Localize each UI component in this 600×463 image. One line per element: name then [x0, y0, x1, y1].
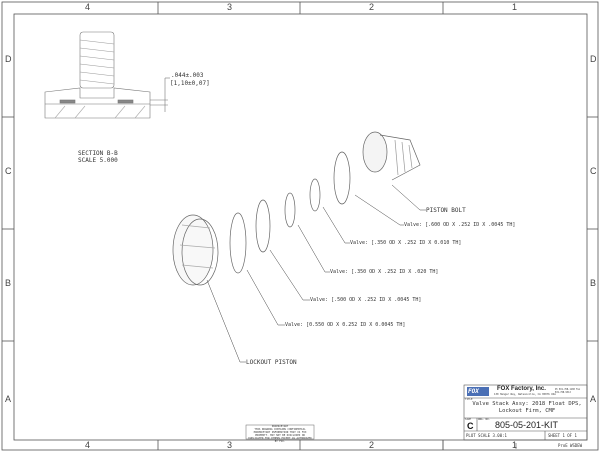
callout-valve-550: Valve: [0.550 OD X 0.252 ID X 0.0045 TH]	[285, 322, 406, 328]
fox-logo	[467, 387, 489, 396]
zone-row-D: D	[5, 54, 12, 64]
proprietary-body: THIS DRAWING CONTAINS CONFIDENTIAL PROPR…	[248, 428, 312, 443]
callout-valve-600: Valve: [.600 OD X .252 ID X .0045 TH]	[404, 222, 516, 228]
dwg-no-label: DWG. NO.	[478, 418, 491, 421]
valve-600	[333, 151, 351, 205]
exploded-parts	[172, 131, 421, 286]
fox-logo-text: FOX	[468, 388, 479, 395]
software-label: ProE WSDEW	[558, 443, 583, 448]
sheet-size: C	[467, 421, 474, 431]
zone-col-4-bottom: 4	[85, 440, 91, 450]
company-name: FOX Factory, Inc.	[497, 386, 546, 392]
company-phone: Ph 831-768-1100 Fax 831-768-9312	[555, 388, 581, 394]
zone-row-A: A	[5, 394, 12, 404]
zone-row-A-right: A	[590, 394, 597, 404]
inner-border	[13, 13, 588, 441]
proprietary-heading: PROPRIETARY	[271, 425, 289, 428]
callout-valve-350-020: Valve: [.350 OD X .252 ID X .020 TH]	[330, 269, 439, 275]
company-address: 130 Hangar Way, Watsonville, CA 95076 US…	[494, 393, 556, 396]
piston-bolt	[362, 131, 421, 181]
section-scale: SCALE 5.000	[78, 157, 118, 164]
callout-piston-bolt: PISTON BOLT	[426, 207, 466, 214]
valve-350-010	[309, 178, 321, 212]
zone-row-D-right: D	[590, 54, 597, 64]
zone-row-B-right: B	[590, 278, 597, 288]
zone-row-C-right: C	[590, 166, 597, 176]
valve-350-020	[284, 192, 296, 228]
lockout-piston	[172, 214, 219, 286]
zone-col-3: 3	[227, 2, 233, 12]
zone-row-C: C	[5, 166, 12, 176]
valve-500	[255, 199, 271, 253]
zone-col-2-bottom: 2	[369, 440, 375, 450]
zone-row-B: B	[5, 278, 12, 288]
size-label: SIZE	[465, 418, 472, 421]
title-label: TITLE	[465, 398, 473, 401]
dimension-mm: [1,10±0,07]	[170, 80, 210, 87]
dimension-inch: .044±.003	[171, 72, 204, 79]
drawing-title: Valve Stack Assy: 2018 Float DPS, Lockou…	[472, 401, 582, 414]
proprietary-note: PROPRIETARY THIS DRAWING CONTAINS CONFID…	[248, 425, 312, 443]
zone-col-1: 1	[512, 2, 518, 12]
title-block	[442, 384, 588, 450]
valve-550	[229, 212, 247, 274]
callout-lockout-piston: LOCKOUT PISTON	[246, 359, 297, 366]
section-view	[44, 31, 170, 119]
zone-col-1-bottom: 1	[512, 440, 518, 450]
zone-col-4: 4	[85, 2, 91, 12]
drawing-number: 805-05-201-KIT	[495, 420, 559, 430]
zone-col-2: 2	[369, 2, 375, 12]
callout-valve-350-010: Valve: [.350 OD X .252 ID X 0.010 TH]	[350, 240, 462, 246]
section-title: SECTION B-B	[78, 150, 118, 157]
zone-col-3-bottom: 3	[227, 440, 233, 450]
plot-scale: PLOT SCALE 3.00:1	[466, 433, 507, 438]
callout-valve-500: Valve: [.500 OD X .252 ID X .0045 TH]	[310, 297, 422, 303]
sheet-number: SHEET 1 OF 1	[548, 433, 577, 438]
